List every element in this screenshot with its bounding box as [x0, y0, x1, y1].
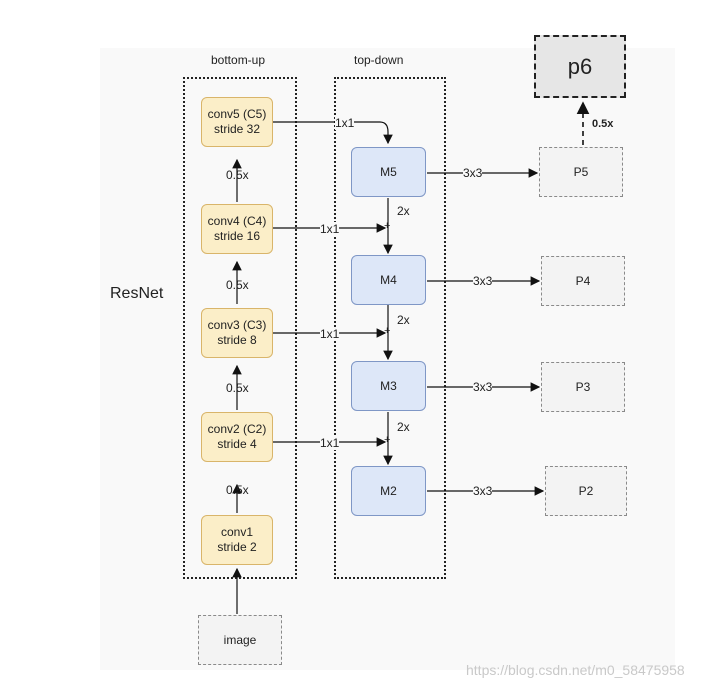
- bottom-up-group: [183, 77, 297, 579]
- smooth-label-p2: 3x3: [473, 484, 493, 498]
- merge-m5-label: M5: [380, 164, 397, 179]
- scale-label-c2-c3: 0.5x: [226, 381, 249, 395]
- merge-m3: M3: [351, 361, 426, 411]
- lateral-label-c3: 1x1: [320, 327, 340, 341]
- lateral-c5: [273, 121, 393, 145]
- output-p5-label: P5: [573, 164, 589, 179]
- backbone-conv4-stride: stride 16: [213, 229, 261, 243]
- resnet-label: ResNet: [110, 285, 164, 302]
- backbone-conv5-name: conv5 (C5): [207, 107, 267, 121]
- backbone-conv1-name: conv1: [220, 525, 254, 539]
- scale-label-c1-c2: 0.5x: [226, 483, 249, 497]
- p6-scale-label: 0.5x: [592, 118, 614, 130]
- merge-m5: M5: [351, 147, 426, 197]
- backbone-conv5: conv5 (C5) stride 32: [201, 97, 273, 147]
- output-p4: P4: [541, 256, 625, 306]
- input-image: image: [198, 615, 282, 665]
- output-p6-label: p6: [567, 54, 593, 79]
- backbone-conv1: conv1 stride 2: [201, 515, 273, 565]
- backbone-conv4: conv4 (C4) stride 16: [201, 204, 273, 254]
- bottom-up-label: bottom-up: [211, 53, 266, 67]
- merge-m4-label: M4: [380, 272, 397, 287]
- scale-label-c3-c4: 0.5x: [226, 278, 249, 292]
- backbone-conv3-name: conv3 (C3): [207, 318, 267, 332]
- backbone-conv2-name: conv2 (C2): [207, 422, 267, 436]
- scale-label-c4-c5: 0.5x: [226, 168, 249, 182]
- smooth-label-p5: 3x3: [463, 166, 483, 180]
- merge-m4: M4: [351, 255, 426, 305]
- lateral-label-c2: 1x1: [320, 436, 340, 450]
- lateral-label-c4: 1x1: [320, 222, 340, 236]
- backbone-conv3: conv3 (C3) stride 8: [201, 308, 273, 358]
- output-p4-label: P4: [575, 273, 591, 288]
- upsample-label-m5-m4: 2x: [397, 204, 410, 218]
- backbone-conv5-stride: stride 32: [213, 122, 261, 136]
- add-symbol-m4: +: [384, 220, 391, 232]
- input-image-label: image: [223, 632, 257, 647]
- upsample-label-m4-m3: 2x: [397, 313, 410, 327]
- output-p5: P5: [539, 147, 623, 197]
- merge-m2: M2: [351, 466, 426, 516]
- backbone-conv3-stride: stride 8: [217, 333, 257, 347]
- smooth-label-p3: 3x3: [473, 380, 493, 394]
- add-symbol-m2: +: [384, 434, 391, 446]
- merge-m2-label: M2: [380, 483, 397, 498]
- smooth-label-p4: 3x3: [473, 274, 493, 288]
- merge-m3-label: M3: [380, 378, 397, 393]
- add-symbol-m3: +: [384, 325, 391, 337]
- backbone-conv4-name: conv4 (C4): [207, 214, 267, 228]
- output-p2: P2: [545, 466, 627, 516]
- backbone-conv2-stride: stride 4: [217, 437, 257, 451]
- output-p6: p6: [534, 35, 626, 98]
- backbone-conv2: conv2 (C2) stride 4: [201, 412, 273, 462]
- upsample-label-m3-m2: 2x: [397, 420, 410, 434]
- output-p3: P3: [541, 362, 625, 412]
- lateral-label-c5: 1x1: [335, 116, 355, 130]
- top-down-label: top-down: [354, 53, 404, 67]
- output-p2-label: P2: [578, 483, 594, 498]
- backbone-conv1-stride: stride 2: [217, 540, 257, 554]
- watermark: https://blog.csdn.net/m0_58475958: [466, 662, 685, 678]
- output-p3-label: P3: [575, 379, 591, 394]
